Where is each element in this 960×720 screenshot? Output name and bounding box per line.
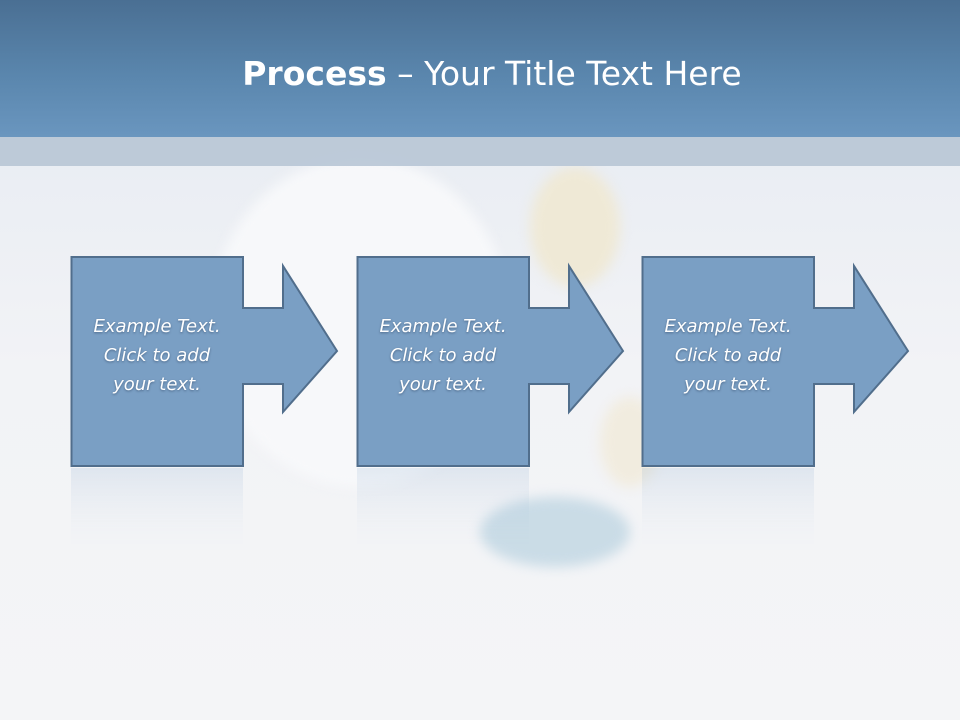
step-reflection [71,468,243,558]
step-reflection [642,468,814,558]
step-text[interactable]: Example Text. Click to add your text. [357,312,529,399]
title-rest: – Your Title Text Here [386,54,742,93]
step-text-line: Example Text. [93,316,221,337]
step-text[interactable]: Example Text. Click to add your text. [71,312,243,399]
step-reflection [357,468,529,558]
step-text-line: your text. [684,374,772,395]
step-arrow-path [70,256,339,467]
process-arrow-shape [70,256,339,467]
step-arrow-path [356,256,625,467]
step-text-line: Click to add [389,345,497,366]
process-step-2[interactable]: Example Text. Click to add your text. [356,256,697,468]
step-arrow-path [641,256,910,467]
background-shape [530,167,620,287]
step-text-line: Click to add [674,345,782,366]
process-step-3[interactable]: Example Text. Click to add your text. [641,256,960,468]
step-text-line: Example Text. [379,316,507,337]
step-text-line: Click to add [103,345,211,366]
process-step-1[interactable]: Example Text. Click to add your text. [70,256,411,468]
title-bold: Process [242,54,387,93]
step-text-line: your text. [113,374,201,395]
process-arrow-shape [641,256,910,467]
process-arrow-shape [356,256,625,467]
step-text[interactable]: Example Text. Click to add your text. [642,312,814,399]
title-bar: Process – Your Title Text Here [0,0,960,137]
step-text-line: your text. [399,374,487,395]
background-shape [480,497,630,567]
header-subband [0,137,960,166]
step-text-line: Example Text. [664,316,792,337]
slide-title[interactable]: Process – Your Title Text Here [0,52,960,96]
